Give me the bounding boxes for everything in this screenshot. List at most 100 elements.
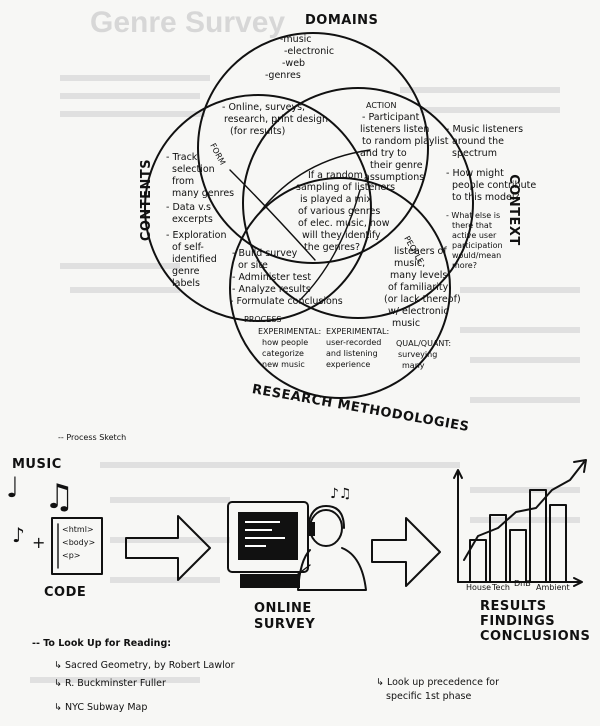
context-circle — [242, 87, 474, 319]
research-methodologies-label: RESEARCH METHODOLOGIES — [251, 382, 470, 435]
center-question: If a random sampling of listeners is pla… — [296, 170, 395, 253]
reading-item-2: ↳ R. Buckminster Fuller — [54, 678, 166, 689]
reading-item-1: ↳ Sacred Geometry, by Robert Lawlor — [54, 660, 235, 671]
code-label: CODE — [44, 585, 86, 600]
results-chart: House Tech DnB Ambient — [453, 459, 587, 592]
svg-text:more?: more? — [452, 261, 477, 270]
svg-text:- How might: - How might — [446, 168, 504, 179]
svg-text:music: music — [392, 318, 420, 329]
svg-text:-genres: -genres — [265, 70, 301, 81]
svg-text:labels: labels — [172, 278, 200, 289]
tick-house: House — [466, 583, 491, 592]
contents-label: CONTENTS — [139, 159, 154, 241]
person-at-computer-icon: ♪♫ — [227, 486, 367, 591]
tick-dnb: DnB — [514, 579, 531, 588]
svg-text:experience: experience — [326, 360, 370, 369]
svg-text:surveying: surveying — [398, 350, 437, 359]
svg-text:- Data v.s: - Data v.s — [166, 202, 211, 213]
code-line-html: <html> — [62, 525, 94, 534]
svg-text:to random playlist: to random playlist — [362, 136, 449, 147]
conclusions-label: CONCLUSIONS — [480, 629, 590, 644]
chart-bar-2 — [489, 514, 507, 583]
beamed-notes-icon: ♫ — [44, 477, 74, 517]
svg-text:- Formulate conclusions: - Formulate conclusions — [230, 296, 343, 307]
svg-text:research, print design: research, print design — [224, 114, 328, 125]
process-sketch: -- Process Sketch MUSIC ♩ ♫ ♪ + <html> <… — [6, 433, 590, 644]
precedence-note-2: specific 1st phase — [386, 691, 471, 702]
findings-label: FINDINGS — [480, 614, 555, 629]
svg-text:- Administer test: - Administer test — [232, 272, 311, 283]
svg-text:from: from — [172, 176, 194, 187]
action-text: - Participant listeners listen to random… — [360, 112, 449, 183]
svg-text:music,: music, — [394, 258, 425, 269]
svg-text:listeners listen: listeners listen — [360, 124, 429, 135]
svg-text:around the: around the — [452, 136, 504, 147]
context-label: CONTEXT — [506, 174, 521, 246]
music-label: MUSIC — [12, 457, 62, 472]
svg-text:selection: selection — [172, 164, 215, 175]
inner-arc-3 — [229, 169, 316, 261]
reading-list: -- To Look Up for Reading: ↳ Sacred Geom… — [32, 638, 499, 713]
svg-text:- What else is: - What else is — [446, 211, 500, 220]
arrow-right-icon — [125, 515, 211, 581]
svg-text:many genres: many genres — [172, 188, 234, 199]
tick-tech: Tech — [491, 583, 510, 592]
process-label: PROCESS — [244, 315, 281, 324]
svg-text:w/ electronic: w/ electronic — [388, 306, 449, 317]
action-label: ACTION — [366, 101, 396, 110]
svg-text:- Online, surveys,: - Online, surveys, — [222, 102, 305, 113]
svg-text:and listening: and listening — [326, 349, 378, 358]
svg-text:- Exploration: - Exploration — [166, 230, 226, 241]
svg-text:or site: or site — [238, 260, 268, 271]
form-label: FORM — [208, 142, 227, 167]
process-text: - Build survey or site - Administer test… — [230, 248, 343, 307]
svg-text:of familiarity: of familiarity — [388, 282, 449, 293]
form-text: - Online, surveys, research, print desig… — [222, 102, 328, 137]
ghost-title: Genre Survey — [90, 6, 285, 39]
svg-text:EXPERIMENTAL:: EXPERIMENTAL: — [258, 327, 321, 336]
svg-text:many levels: many levels — [390, 270, 447, 281]
code-line-p: <p> — [62, 551, 80, 560]
svg-text:QUAL/QUANT:: QUAL/QUANT: — [396, 339, 451, 348]
background-bleed: Genre Survey — [30, 6, 580, 683]
svg-text:of elec. music, how: of elec. music, how — [298, 218, 390, 229]
note-icon: ♩ — [6, 471, 19, 504]
experimental-2: EXPERIMENTAL: user-recorded and listenin… — [326, 327, 389, 369]
svg-text:- Participant: - Participant — [362, 112, 420, 123]
svg-text:active user: active user — [452, 231, 497, 240]
domains-circle — [197, 32, 429, 264]
chart-bar-5 — [549, 504, 567, 583]
contents-text: - Track selection from many genres - Dat… — [166, 152, 234, 289]
svg-text:identified: identified — [172, 254, 217, 265]
domains-items: -music -electronic -web -genres — [265, 34, 334, 81]
svg-text:- Music listeners: - Music listeners — [446, 124, 523, 135]
inner-arc-1 — [259, 149, 371, 213]
svg-text:to this model?: to this model? — [452, 192, 520, 203]
svg-text:many: many — [402, 361, 425, 370]
svg-text:of self-: of self- — [172, 242, 204, 253]
plus-sign: + — [32, 533, 45, 552]
svg-text:EXPERIMENTAL:: EXPERIMENTAL: — [326, 327, 389, 336]
arrow-right-icon-2 — [371, 517, 441, 587]
svg-text:the genres?: the genres? — [304, 242, 360, 253]
chart-trend-line — [463, 461, 585, 561]
reading-item-3: ↳ NYC Subway Map — [54, 702, 147, 713]
svg-text:-web: -web — [282, 58, 305, 69]
online-label: ONLINE — [254, 601, 312, 616]
svg-text:listeners of: listeners of — [394, 246, 447, 257]
svg-text:excerpts: excerpts — [172, 214, 213, 225]
svg-text:and try to: and try to — [360, 148, 407, 159]
people-text: listeners of music, many levels of famil… — [384, 246, 461, 329]
svg-text:their genre: their genre — [370, 160, 423, 171]
svg-text:- Track: - Track — [166, 152, 198, 163]
small-note-icon: ♪ — [12, 523, 25, 547]
svg-text:user-recorded: user-recorded — [326, 338, 381, 347]
svg-text:would/mean: would/mean — [452, 251, 501, 260]
domains-label: DOMAINS — [305, 13, 378, 28]
svg-text:- Analyze results: - Analyze results — [232, 284, 311, 295]
svg-text:will they identify: will they identify — [302, 230, 381, 241]
chart-bar-3 — [509, 529, 527, 583]
svg-text:categorize: categorize — [262, 349, 304, 358]
svg-text:assumptions: assumptions — [364, 172, 424, 183]
